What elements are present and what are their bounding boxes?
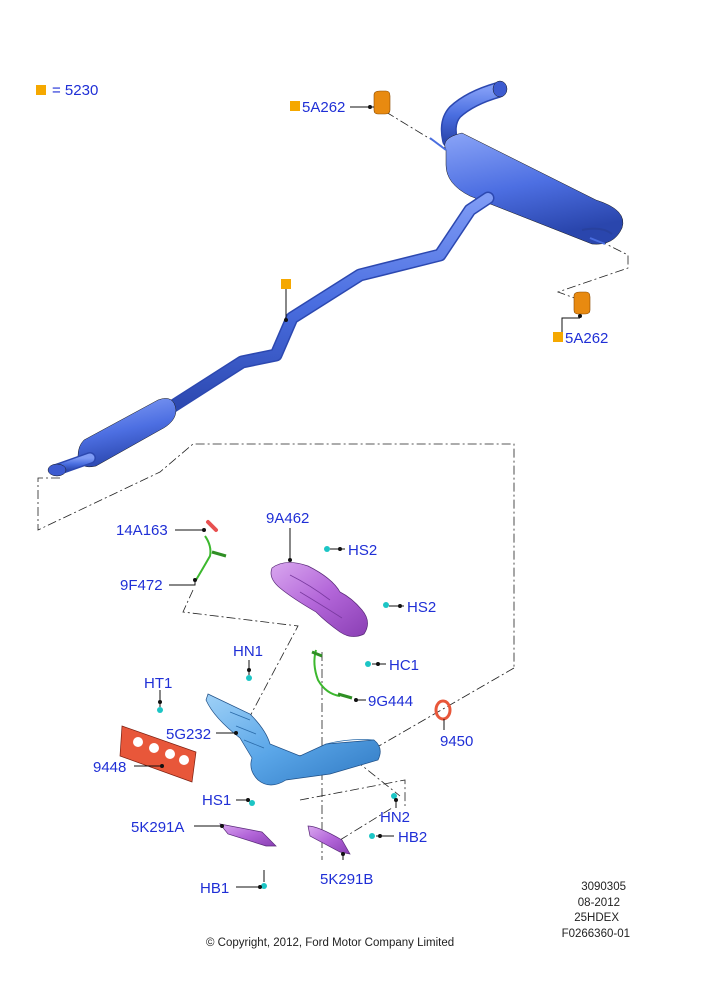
label-hb1: HB1: [200, 880, 229, 897]
label-hb2: HB2: [398, 829, 427, 846]
bracket-5K291B: [307, 825, 351, 855]
label-hn1: HN1: [233, 643, 263, 660]
copyright: © Copyright, 2012, Ford Motor Company Li…: [206, 937, 454, 949]
label-hs2-lower: HS2: [407, 599, 436, 616]
part-labels: 5A262 5A262 14A163 9A462 HS2 9F472 HS2 H…: [93, 99, 608, 897]
marker-5230-pipe: [281, 279, 291, 289]
label-9A462: 9A462: [266, 510, 309, 527]
label-9G444: 9G444: [368, 693, 413, 710]
meta-line-1: 3090305: [581, 881, 626, 893]
label-14A163: 14A163: [116, 522, 168, 539]
heat-shield-9A462: [270, 562, 368, 637]
clamp-14A163: [206, 520, 218, 532]
label-5G232: 5G232: [166, 726, 211, 743]
rear-muffler: [444, 132, 624, 245]
marker-5230-hanger-top: [290, 101, 300, 111]
bracket-5K291A: [219, 823, 277, 847]
fastener-ht1: [157, 707, 163, 713]
diagram-meta: 3090305 08-2012 25HDEX F0266360-01: [562, 881, 630, 940]
gasket-9448: [119, 725, 197, 783]
hanger-top: [373, 90, 391, 115]
fastener-hs2-lower: [383, 602, 389, 608]
oxygen-sensor-rear: [311, 649, 353, 700]
gasket-9450: [434, 699, 452, 721]
exhaust-system: [47, 80, 624, 477]
marker-5230-hanger-right: [553, 332, 563, 342]
front-flange: [47, 463, 67, 477]
label-hs1: HS1: [202, 792, 231, 809]
label-5K291A: 5K291A: [131, 819, 184, 836]
tailpipe-tip: [492, 80, 508, 98]
fastener-hb1: [261, 883, 267, 889]
leader-lines: [134, 105, 582, 889]
hanger-right: [573, 291, 591, 315]
manifold-5G232: [205, 693, 381, 786]
label-hc1: HC1: [389, 657, 419, 674]
label-hn2: HN2: [380, 809, 410, 826]
meta-line-3: 25HDEX: [574, 912, 619, 924]
fastener-hs2-upper: [324, 546, 330, 552]
oxygen-sensor-front: [195, 535, 227, 581]
label-ht1: HT1: [144, 675, 172, 692]
label-5K291B: 5K291B: [320, 871, 373, 888]
label-5A262-top: 5A262: [302, 99, 345, 116]
legend-marker: [36, 85, 46, 95]
label-9450: 9450: [440, 733, 473, 750]
label-9448: 9448: [93, 759, 126, 776]
fastener-hn2: [391, 793, 397, 799]
legend-text: = 5230: [52, 82, 98, 99]
fastener-hn1: [246, 675, 252, 681]
meta-line-2: 08-2012: [578, 897, 620, 909]
center-resonator: [77, 398, 177, 468]
fastener-hc1: [365, 661, 371, 667]
fastener-hb2: [369, 833, 375, 839]
legend: = 5230: [36, 82, 98, 99]
label-5A262-right: 5A262: [565, 330, 608, 347]
fasteners: [157, 546, 397, 889]
label-hs2-upper: HS2: [348, 542, 377, 559]
meta-line-4: F0266360-01: [562, 928, 630, 940]
label-9F472: 9F472: [120, 577, 163, 594]
fastener-hs1: [249, 800, 255, 806]
